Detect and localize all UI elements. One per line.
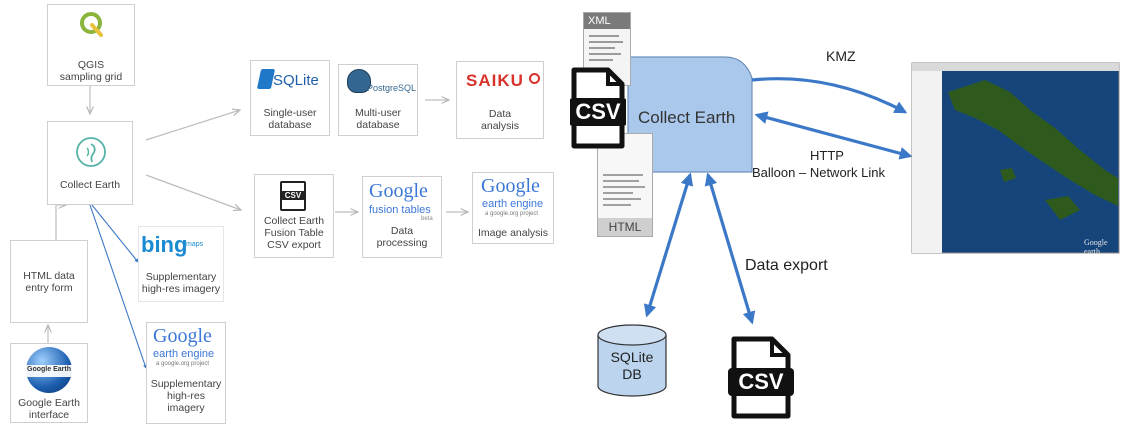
html-form-box: HTML data entry form [10,240,88,323]
arrow-collect-to-sqlite [145,110,240,141]
postgres-elephant-icon [347,69,371,93]
fusion-tables-label: Data processing [376,225,428,249]
collect-earth-logo-icon [75,136,107,168]
bing-logo-sub: maps [186,241,204,248]
bing-logo-text: bing [141,232,188,257]
google-earth-globe-text: Google Earth [27,366,71,373]
line-collect-to-earthengine [89,204,147,369]
saiku-label: Data analysis [481,108,519,132]
line-collect-to-bing [91,204,139,263]
bing-label: Supplementary high-res imagery [141,271,221,295]
earth-engine-2-google-logo: Google [153,325,212,347]
earth-engine-1-logo-sub: earth engine [482,198,544,210]
postgres-box: PostgreSQL Multi-user database [338,64,418,136]
csv-output-file-icon: CSV [728,334,794,420]
csv-export-label: Collect Earth Fusion Table CSV export [263,215,325,251]
html-document-label: HTML [598,218,652,236]
csv-output-label: CSV [738,369,784,394]
earth-engine-supplementary-box: Google earth engine a google.org project… [146,322,226,424]
qgis-box: QGIS sampling grid [47,4,135,86]
earth-engine-analysis-box: Google earth engine a google.org project… [472,172,554,244]
earth-engine-supplementary-label: Supplementary high-res imagery [150,378,222,414]
xml-document-label: XML [584,13,630,29]
csv-document-icon: CSV [569,66,627,150]
data-export-label: Data export [745,257,828,274]
saiku-box: SAIKU Data analysis [456,61,544,139]
balloon-network-link-label: Balloon – Network Link [752,165,885,180]
kmz-label: KMZ [826,48,856,64]
fusion-google-logo: Google [369,180,428,202]
earth-engine-1-google-logo: Google [481,175,540,197]
earth-engine-analysis-label: Image analysis [477,227,549,239]
arrow-kmz [751,77,908,114]
collect-earth-main-label: Collect Earth [638,108,736,127]
google-earth-label: Google Earth interface [18,397,80,421]
fusion-tables-logo-sub: fusion tables [369,204,431,216]
html-document: HTML [597,133,653,237]
google-earth-globe-icon: Google Earth [20,347,78,393]
sqlite-label: Single-user database [263,107,317,131]
earth-engine-2-logo-sub: earth engine [153,348,215,360]
google-earth-map-screenshot [911,62,1120,254]
postgres-label: Multi-user database [354,107,402,131]
sqlite-logo-text: SQLite [273,72,319,89]
arrow-data-export [704,172,756,325]
collect-earth-box-shape [627,56,753,173]
saiku-logo-text: SAIKU [466,71,524,90]
html-form-label: HTML data entry form [23,270,75,294]
collect-earth-left-box: Collect Earth [47,121,133,205]
csv-export-file-icon: CSV [280,181,306,211]
earth-engine-1-logo-tag: a google.org project [485,211,539,217]
google-earth-box: Google Earth Google Earth interface [10,343,88,423]
sqlite-db-cylinder [597,324,667,397]
postgres-logo-text: PostgreSQL [367,83,417,93]
csv-export-box: CSV Collect Earth Fusion Table CSV expor… [254,174,334,258]
csv-document-label: CSV [575,99,621,124]
collect-earth-left-label: Collect Earth [59,179,121,191]
arrow-collect-to-db [643,172,694,318]
arrow-collect-to-csv-export [145,174,241,210]
csv-export-badge: CSV [281,191,305,200]
sqlite-box: SQLite Single-user database [250,60,330,136]
qgis-logo-icon [80,11,104,37]
arrow-http [754,111,913,160]
map-watermark: Google earth [1084,238,1108,256]
qgis-label: QGIS sampling grid [59,59,123,83]
http-label: HTTP [810,148,844,163]
sqlite-db-label: SQLite DB [610,349,654,382]
earth-engine-2-logo-tag: a google.org project [156,361,210,367]
saiku-logo-icon [529,73,540,84]
fusion-tables-beta: beta [421,216,433,222]
fusion-tables-box: Google fusion tables beta Data processin… [362,176,442,258]
bing-box: bing maps Supplementary high-res imagery [138,226,224,302]
